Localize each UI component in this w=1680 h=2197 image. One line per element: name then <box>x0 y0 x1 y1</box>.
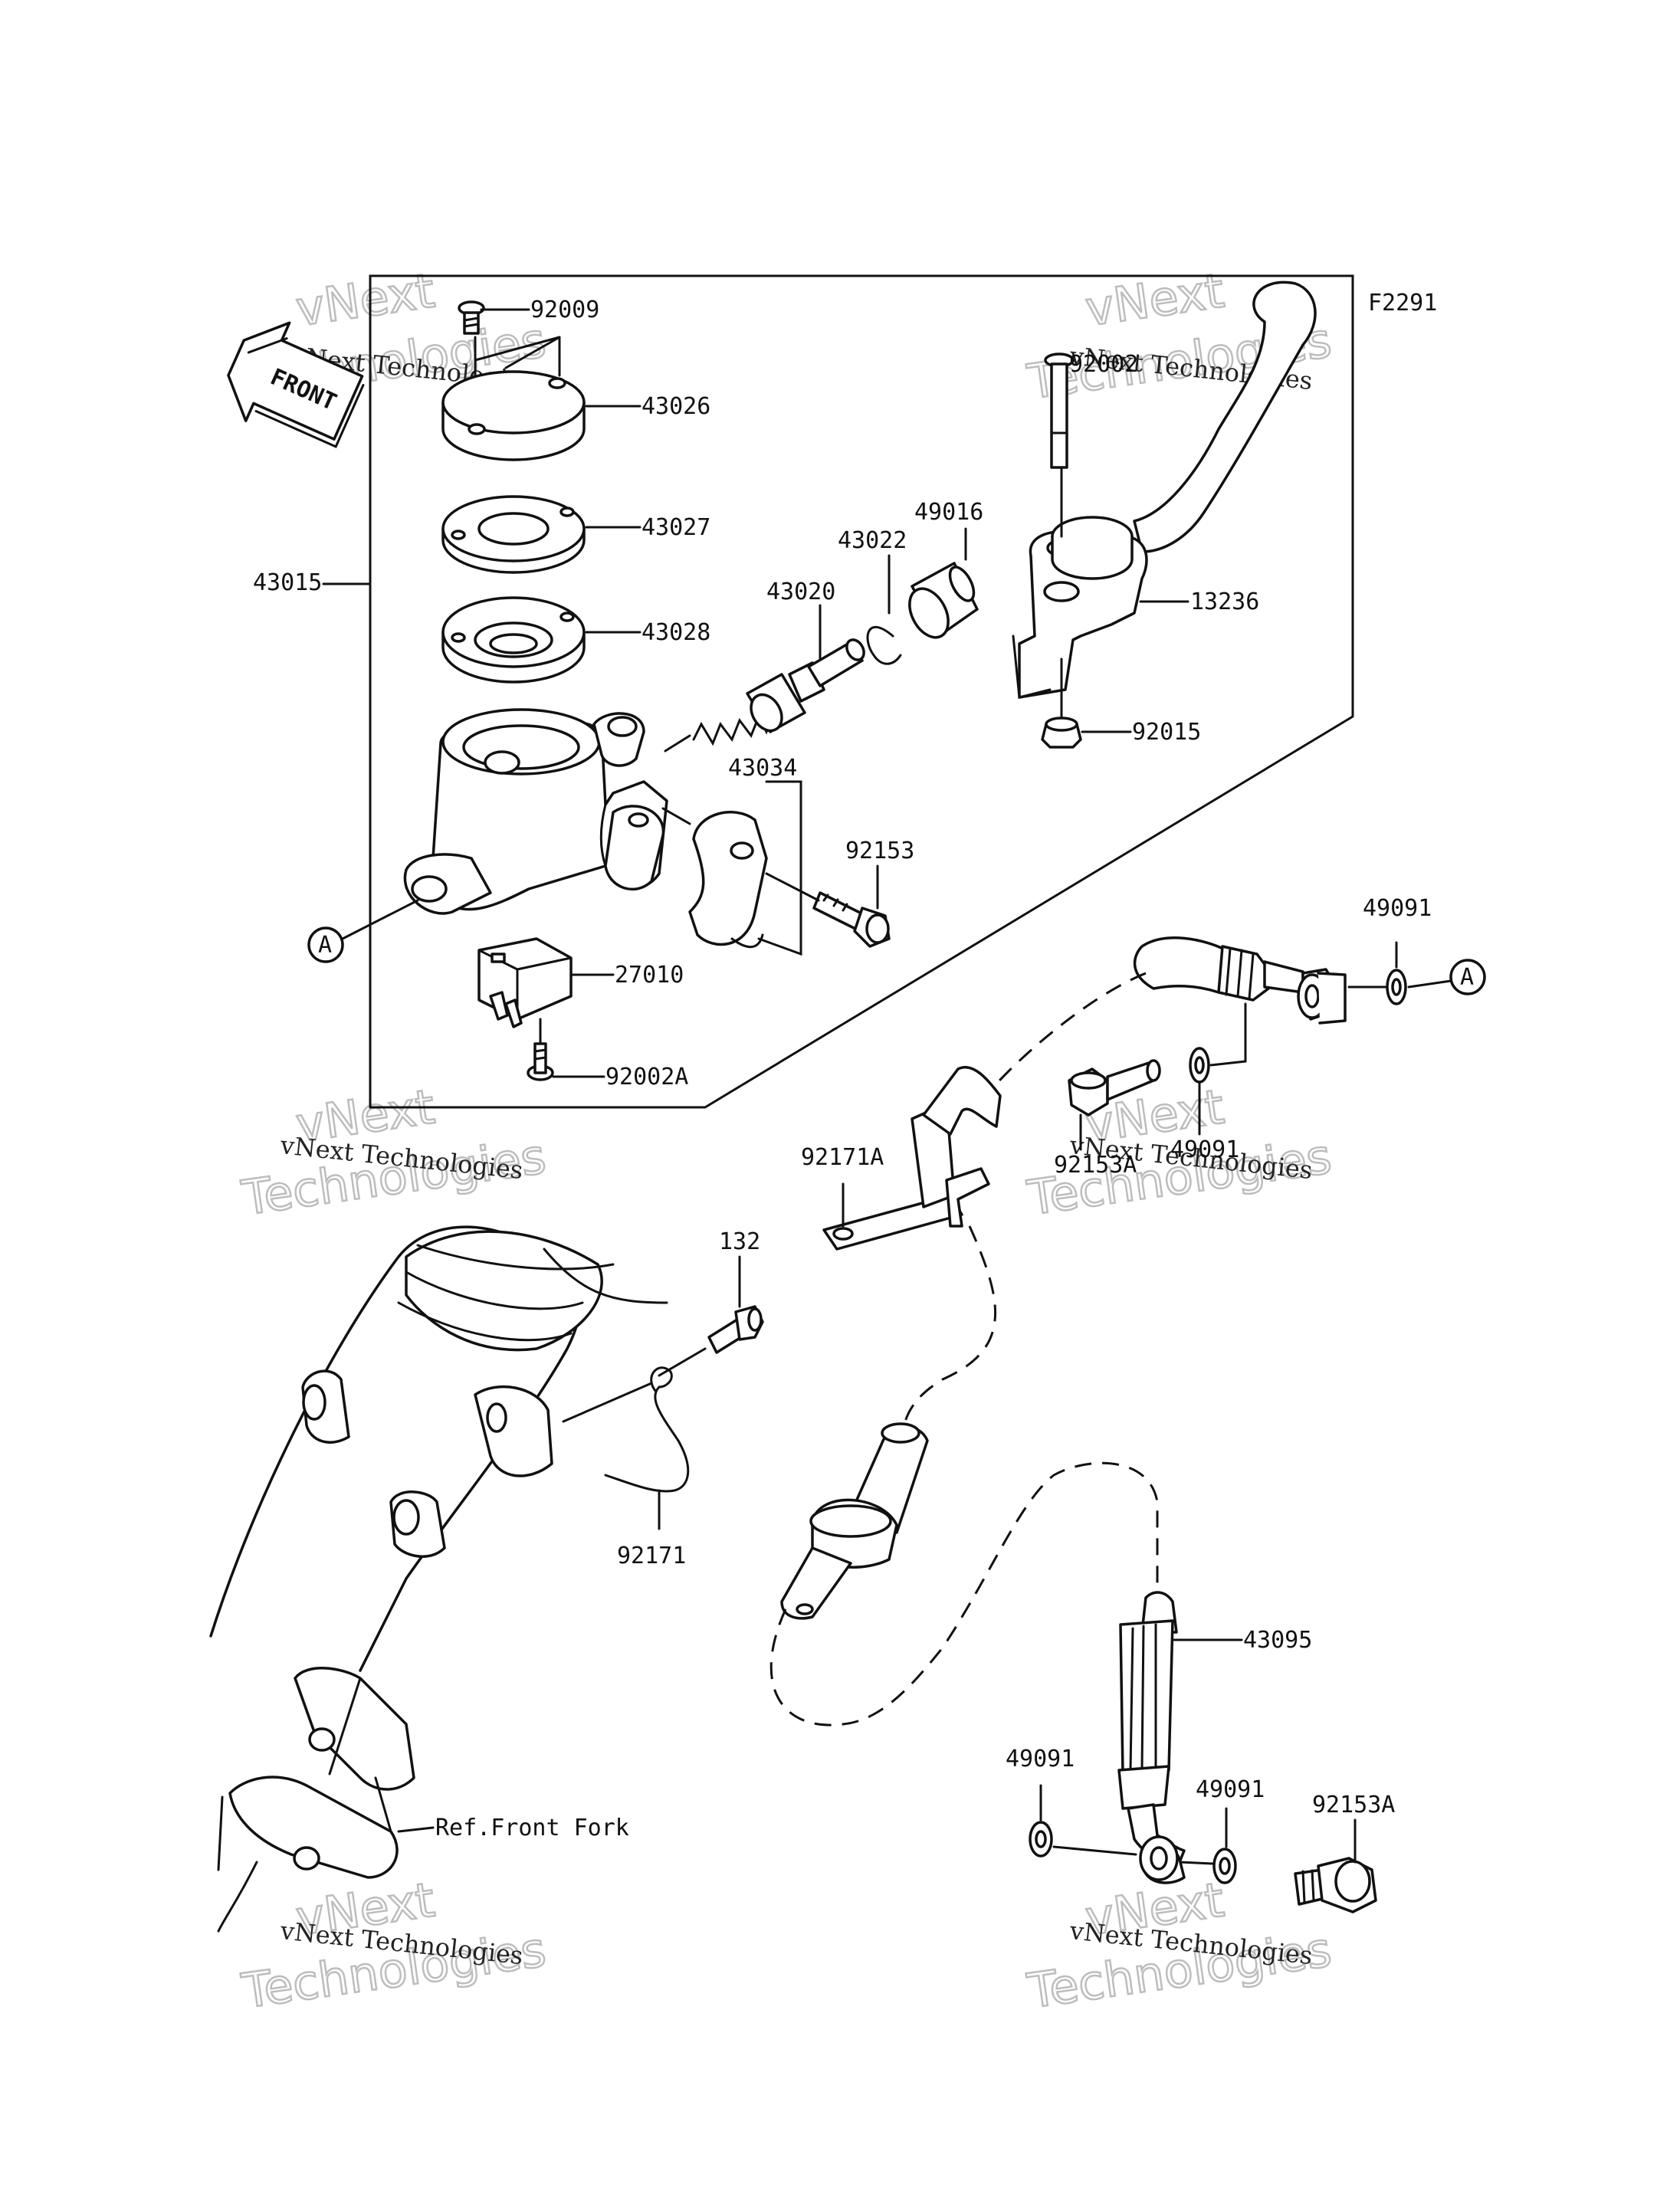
label-92171A: 92171A <box>801 1144 884 1171</box>
label-43027: 43027 <box>641 514 710 541</box>
svg-text:A: A <box>318 932 332 959</box>
label-49091-top: 49091 <box>1363 895 1432 922</box>
marker-a-left: A <box>307 926 344 963</box>
ref-front-fork: Ref.Front Fork <box>435 1815 629 1841</box>
label-92015: 92015 <box>1132 719 1201 746</box>
washer-49091-mid <box>1189 1047 1210 1084</box>
boot-49016 <box>908 562 979 639</box>
label-92153: 92153 <box>845 838 914 864</box>
label-49091-bl: 49091 <box>1006 1746 1075 1772</box>
banjo-bolt-92153A-mid <box>1068 1059 1161 1117</box>
front-fork <box>209 1225 668 1933</box>
label-43022: 43022 <box>838 527 907 554</box>
svg-text:vNext: vNext <box>293 262 438 336</box>
screw-92009 <box>458 300 485 335</box>
nut-92015 <box>1041 716 1082 749</box>
diaphragm-43028 <box>441 596 586 684</box>
label-49091-br: 49091 <box>1196 1776 1265 1803</box>
screw-92002A <box>527 1042 554 1081</box>
reservoir-cap-43026 <box>441 370 586 461</box>
washer-49091-br <box>1212 1848 1237 1884</box>
label-43026: 43026 <box>641 393 710 420</box>
switch-27010 <box>477 937 573 1028</box>
clip-92171 <box>604 1366 690 1493</box>
figure-code: F2291 <box>1368 290 1437 316</box>
spring-piston-43020 <box>692 638 865 746</box>
washer-49091-top <box>1386 969 1407 1005</box>
watermark-mid-left: vNext Technologies vNext Technologies <box>238 1077 550 1227</box>
label-13236: 13236 <box>1190 589 1259 615</box>
label-92153A-br: 92153A <box>1312 1792 1395 1818</box>
assembly-frame <box>369 274 1354 1109</box>
hose-upper <box>1133 936 1347 1025</box>
bracket-92171A <box>822 1066 1002 1251</box>
banjo-bolt-92153A-br <box>1294 1857 1377 1913</box>
svg-text:vNext: vNext <box>1082 262 1228 336</box>
hose-grommet <box>780 1422 929 1620</box>
watermark-bottom-left: vNext Technologies vNext Technologies <box>238 1871 550 2020</box>
pivot-bolt-92002 <box>1044 353 1075 469</box>
label-132: 132 <box>719 1228 760 1255</box>
label-92171: 92171 <box>617 1543 686 1569</box>
master-cylinder-body <box>403 708 668 915</box>
label-92002A: 92002A <box>605 1064 688 1090</box>
front-arrow-icon: FRONT <box>227 321 365 448</box>
hose-43095 <box>1117 1591 1186 1884</box>
label-27010: 27010 <box>615 962 684 989</box>
marker-a-right: A <box>1449 959 1486 995</box>
label-92153A-mid: 92153A <box>1054 1152 1137 1179</box>
svg-text:A: A <box>1460 964 1474 991</box>
bolt-132 <box>707 1305 764 1354</box>
plate-43027 <box>441 495 586 574</box>
label-49091-mid: 49091 <box>1170 1136 1239 1163</box>
lever-13236 <box>1012 280 1317 699</box>
washer-49091-bl <box>1029 1821 1053 1858</box>
watermark-bottom-right: vNext Technologies vNext Technologies <box>1023 1871 1336 2020</box>
bolt-92153 <box>812 891 891 948</box>
label-43015: 43015 <box>253 569 322 596</box>
label-43028: 43028 <box>641 619 710 646</box>
label-43034: 43034 <box>728 755 797 782</box>
circlip-43022 <box>866 625 902 665</box>
label-49016: 49016 <box>914 499 983 526</box>
label-92002: 92002 <box>1069 351 1138 378</box>
label-43095: 43095 <box>1243 1627 1312 1654</box>
label-43020: 43020 <box>766 579 835 605</box>
clamp-43034 <box>688 811 768 949</box>
label-92009: 92009 <box>530 297 599 323</box>
